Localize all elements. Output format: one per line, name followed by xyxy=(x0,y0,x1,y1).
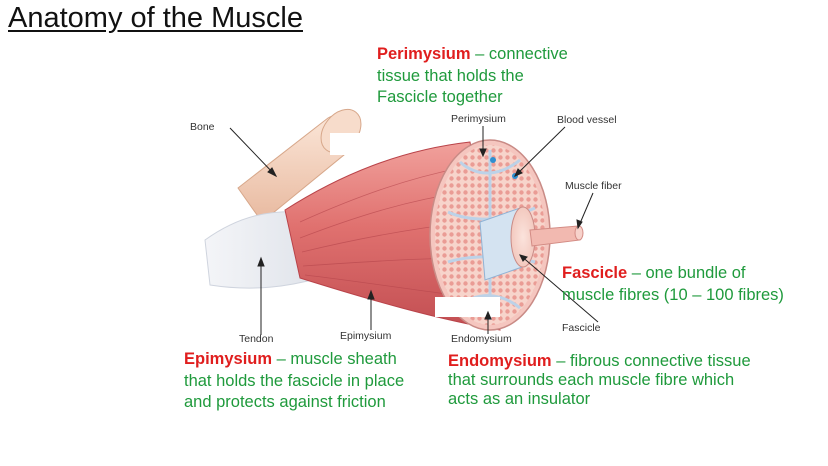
endomysium-definition-line: acts as an insulator xyxy=(448,390,591,408)
perimysium-note: Perimysium – connective tissue that hold… xyxy=(377,44,568,109)
endomysium-term: Endomysium xyxy=(448,352,552,370)
fascicle-term: Fascicle xyxy=(562,264,628,282)
label-perimysium: Perimysium xyxy=(451,113,506,125)
leader-lines xyxy=(229,126,599,335)
label-epimysium: Epimysium xyxy=(340,330,392,342)
muscle-fiber-shape xyxy=(529,225,584,247)
perimysium-term: Perimysium xyxy=(377,45,471,63)
perimysium-definition-line: tissue that holds the xyxy=(377,66,524,85)
epimysium-term: Epimysium xyxy=(184,350,273,368)
label-blood-vessel: Blood vessel xyxy=(557,114,617,126)
label-fascicle: Fascicle xyxy=(562,322,601,334)
label-bone: Bone xyxy=(190,121,215,133)
epimysium-note: Epimysium – muscle sheath that holds the… xyxy=(184,349,404,414)
fascicle-definition-line: muscle fibres (10 – 100 fibres) xyxy=(562,285,784,304)
fascicle-note: Fascicle – one bundle of muscle fibres (… xyxy=(562,263,784,306)
epimysium-definition-line: muscle sheath xyxy=(290,350,397,368)
label-endomysium: Endomysium xyxy=(451,333,512,345)
fascicle-tube xyxy=(479,206,536,281)
perimysium-definition-line: connective xyxy=(488,45,568,63)
label-muscle-fiber: Muscle fiber xyxy=(565,180,622,192)
perimysium-definition-line: Fascicle together xyxy=(377,88,503,106)
epimysium-definition-line: that holds the fascicle in place xyxy=(184,371,405,390)
fascicle-definition-line: one bundle of xyxy=(645,264,746,282)
blank-box xyxy=(330,133,370,155)
blank-box xyxy=(435,297,500,317)
page-title: Anatomy of the Muscle xyxy=(8,2,303,34)
endomysium-definition-line: fibrous connective tissue xyxy=(569,352,751,370)
label-tendon: Tendon xyxy=(239,333,274,345)
endomysium-definition-line: that surrounds each muscle fibre which xyxy=(448,371,735,389)
epimysium-definition-line: and protects against friction xyxy=(184,393,386,411)
endomysium-note: Endomysium – fibrous connective tissue t… xyxy=(448,352,751,408)
